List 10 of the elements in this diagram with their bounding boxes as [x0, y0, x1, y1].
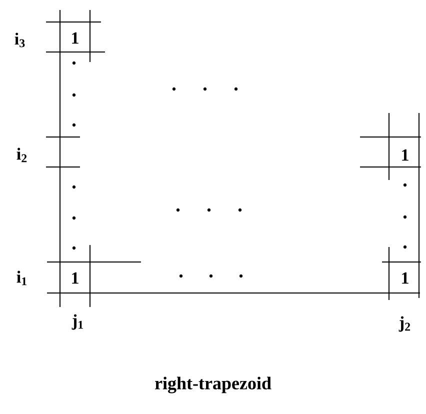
matrix-label: 1	[402, 149, 408, 161]
matrix-label: i$_{2}$	[16, 148, 27, 162]
matrix-label: i$_{1}$	[16, 270, 26, 286]
matrix-label: 1	[72, 272, 78, 284]
matrix-label: 1	[402, 272, 408, 284]
matrix-label: j$_{2}$	[398, 316, 410, 332]
matrix-label: j$_{1}$	[72, 314, 83, 330]
matrix-label: i$_{3}$	[14, 32, 25, 48]
caption: right-trapezoid	[155, 376, 272, 394]
matrix-label: 1	[72, 32, 78, 44]
